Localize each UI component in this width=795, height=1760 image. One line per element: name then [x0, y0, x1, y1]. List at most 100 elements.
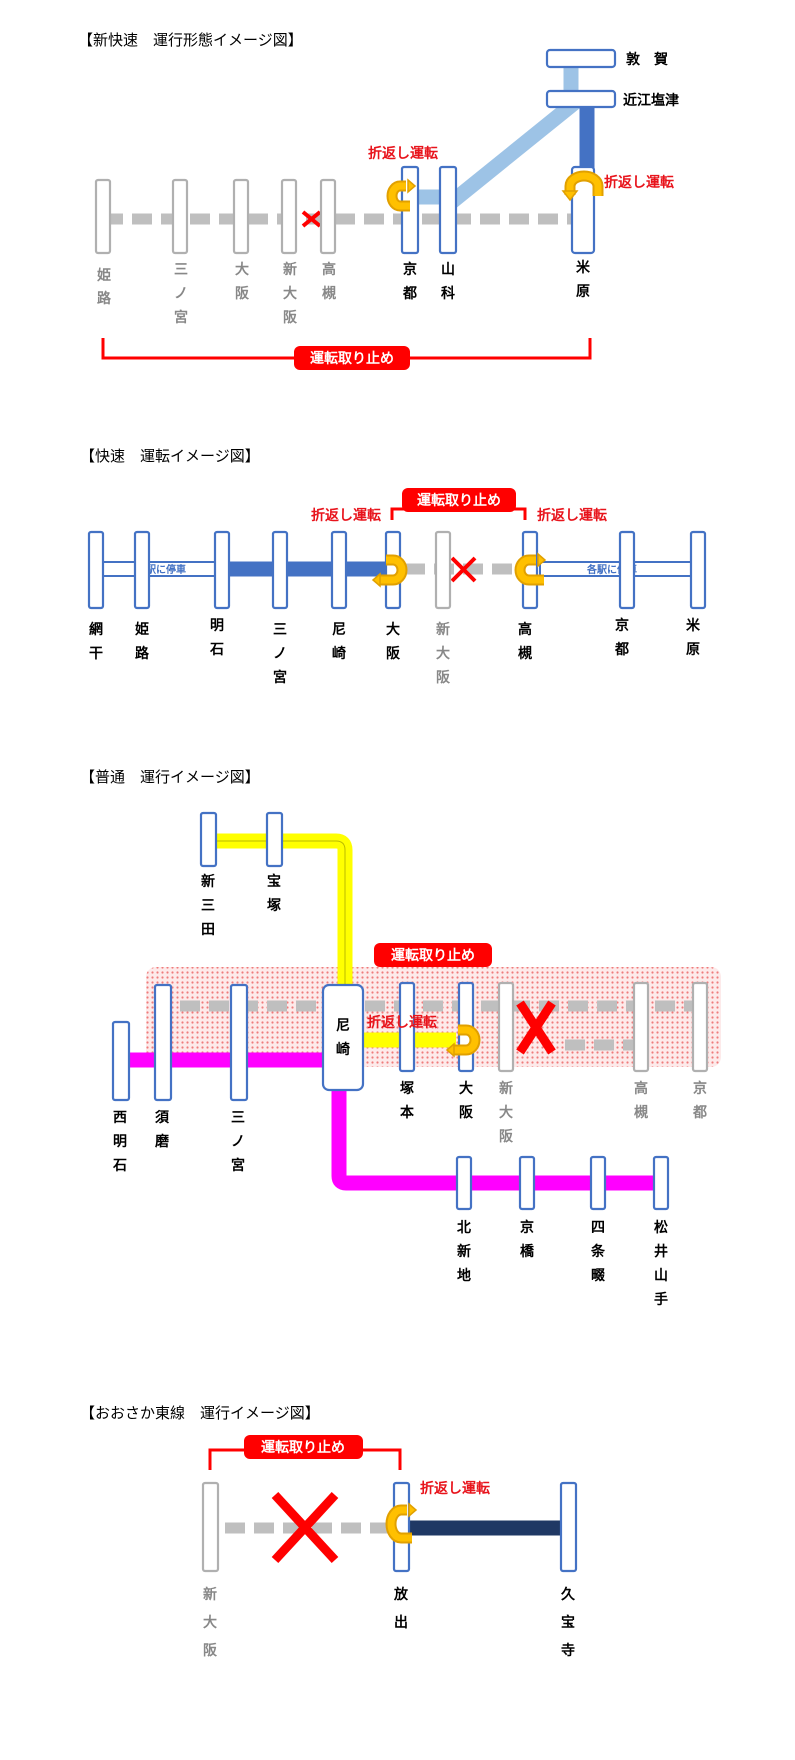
u-turn-osaka-icon	[371, 554, 408, 588]
u-turn-houshutsu-icon	[385, 1502, 418, 1544]
station-bar-takatsuki	[632, 981, 650, 1073]
line-tozai-gakkentoshi	[331, 1085, 663, 1191]
station-label-nishiakashi-2: 明	[113, 1134, 127, 1150]
station-label-shinosaka-3: 阪	[203, 1643, 218, 1659]
station-label-kyobashi-1: 京	[520, 1219, 534, 1236]
station-label-omishiotsu: 近江塩津	[623, 92, 679, 109]
station-bar-amagasaki	[330, 530, 348, 610]
station-label-akashi-1: 明	[210, 618, 224, 634]
station-label-kyuhoji-2: 宝	[561, 1614, 575, 1631]
station-label-sannomiya-2: ノ	[174, 286, 188, 302]
station-label-maibara-2: 原	[576, 284, 590, 300]
station-label-sannomiya-3: 宮	[231, 1157, 245, 1174]
station-label-tsukamoto-1: 塚	[400, 1081, 414, 1097]
station-label-shinosaka-2: 大	[203, 1614, 217, 1631]
station-bar-matsuiyamate	[652, 1155, 670, 1211]
turnback-label-right: 折返し運転	[604, 174, 674, 191]
suspend-label: 運転取り止め	[261, 1439, 345, 1456]
station-label-takatsuki-1: 高	[322, 261, 336, 278]
station-bar-nishiakashi	[111, 1020, 131, 1102]
station-label-shinosaka-2: 大	[499, 1104, 513, 1121]
station-label-matsuiyamate-1: 松	[654, 1219, 668, 1236]
station-bar-shinosaka	[497, 981, 515, 1073]
station-label-maibara-2: 原	[686, 642, 700, 658]
station-label-takatsuki-1: 高	[634, 1080, 648, 1097]
station-label-sannomiya-1: 三	[273, 622, 287, 638]
station-bar-omishiotsu	[545, 89, 617, 109]
u-turn-maibara-icon	[561, 170, 604, 202]
station-label-osaka-2: 阪	[235, 286, 250, 302]
station-bar-shinosaka	[201, 1481, 220, 1573]
station-label-osaka-1: 大	[235, 261, 249, 278]
station-label-sannomiya-3: 宮	[273, 669, 287, 686]
station-label-osaka-2: 阪	[459, 1105, 474, 1121]
station-label-amagasaki-1: 尼	[336, 1018, 350, 1034]
station-bar-himeji	[94, 178, 112, 255]
station-bar-maibara	[570, 165, 596, 255]
station-label-yamashina-2: 科	[441, 285, 455, 302]
station-label-kitashinchi-3: 地	[457, 1267, 471, 1284]
suspend-badge	[294, 346, 410, 370]
section-futsu: 【普通 運行イメージ図】	[80, 768, 721, 1308]
station-label-osaka-1: 大	[386, 621, 400, 638]
station-bar-kyuhoji	[559, 1481, 578, 1573]
station-bar-shinosaka	[280, 178, 298, 255]
station-bar-shijonawate	[589, 1155, 607, 1211]
station-label-nishiakashi-1: 西	[113, 1110, 127, 1126]
station-label-suma-1: 須	[154, 1110, 170, 1126]
station-bar-kyobashi	[518, 1155, 536, 1211]
station-label-shinosaka-3: 阪	[283, 310, 298, 326]
section-osaka-higashi: 【おおさか東線 運行イメージ図】 運転取り止め 折返し運転 新 大 阪 放 出 …	[80, 1404, 578, 1659]
station-label-sannomiya-1: 三	[231, 1110, 245, 1126]
station-bar-yamashina	[438, 165, 458, 255]
station-label-himeji-1: 姫	[97, 267, 111, 284]
station-label-takatsuki-2: 槻	[322, 285, 336, 302]
station-label-shijonawate-2: 条	[590, 1243, 606, 1260]
station-label-osaka-2: 阪	[386, 646, 401, 662]
station-label-maibara-1: 米	[686, 617, 701, 634]
turnback-label: 折返し運転	[367, 1014, 437, 1031]
station-label-kyobashi-2: 橋	[520, 1243, 535, 1260]
station-label-amagasaki-2: 崎	[336, 1041, 350, 1058]
station-label-shinosaka-2: 大	[436, 645, 450, 662]
station-label-kyoto-1: 京	[403, 261, 417, 278]
station-label-kitashinchi-2: 新	[457, 1243, 471, 1260]
station-label-nishiakashi-3: 石	[112, 1158, 127, 1174]
station-label-yamashina-1: 山	[441, 262, 455, 278]
section-title: 【おおさか東線 運行イメージ図】	[80, 1404, 320, 1422]
station-bar-amagasaki	[321, 983, 365, 1092]
station-label-amagasaki-1: 尼	[332, 622, 346, 638]
station-bar-tsukamoto	[398, 981, 416, 1073]
station-label-shinosaka-1: 新	[203, 1586, 217, 1603]
station-label-osaka-1: 大	[459, 1080, 473, 1097]
station-label-houshutsu-1: 放	[393, 1586, 409, 1603]
section-kaisoku: 【快速 運転イメージ図】 各駅に停車 各駅に停車	[80, 447, 707, 686]
station-label-aboshi-2: 干	[89, 646, 103, 662]
station-label-amagasaki-2: 崎	[332, 645, 346, 662]
station-bar-kitashinchi	[455, 1155, 473, 1211]
u-turn-takatsuki-icon	[514, 552, 547, 586]
station-label-kyoto-2: 都	[692, 1105, 707, 1121]
station-bar-akashi	[213, 530, 231, 610]
station-label-takarazuka-2: 塚	[267, 898, 281, 914]
station-label-shinosaka-1: 新	[283, 261, 297, 278]
turnback-label-left: 折返し運転	[368, 145, 438, 162]
station-label-shijonawate-3: 畷	[591, 1268, 605, 1284]
line-yamashina-omishiotsu	[443, 94, 583, 211]
station-label-akashi-2: 石	[209, 642, 224, 658]
station-label-himeji-2: 路	[135, 645, 150, 662]
station-bar-takarazuka	[265, 811, 284, 868]
suspend-badge	[244, 1435, 363, 1459]
station-label-shinosaka-1: 新	[436, 621, 450, 638]
suspend-label: 運転取り止め	[391, 947, 475, 964]
station-label-takatsuki-2: 槻	[634, 1104, 648, 1121]
station-label-shinosaka-1: 新	[499, 1080, 513, 1097]
station-label-sannomiya-2: ノ	[231, 1134, 245, 1150]
section-title: 【快速 運転イメージ図】	[80, 447, 260, 465]
turnback-label: 折返し運転	[420, 1480, 490, 1497]
station-bar-shinsanda	[199, 811, 218, 868]
suspend-badge	[374, 943, 492, 967]
station-bar-sannomiya	[271, 530, 289, 610]
station-bar-maibara	[689, 530, 707, 610]
